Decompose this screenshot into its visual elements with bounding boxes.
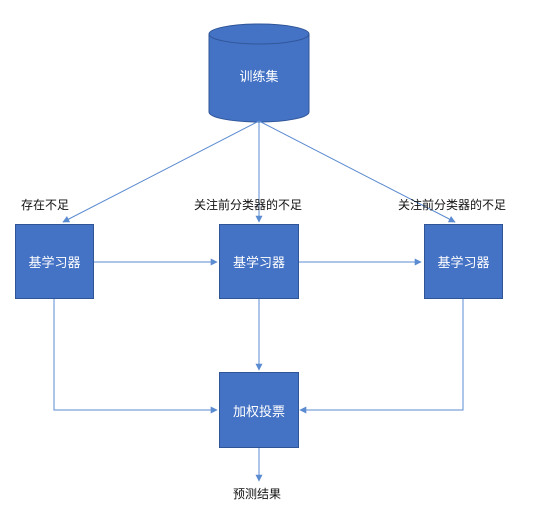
base-learner-1: 基学习器 bbox=[15, 224, 94, 299]
base-learner-2-label: 基学习器 bbox=[232, 256, 285, 271]
training-set-database bbox=[208, 23, 310, 123]
base-learner-1-label: 基学习器 bbox=[28, 256, 81, 271]
learner-1-annotation: 存在不足 bbox=[21, 198, 70, 212]
training-set-label: 训练集 bbox=[239, 70, 279, 85]
edge-train-to-learner-3 bbox=[258, 120, 456, 223]
base-learner-3-label: 基学习器 bbox=[437, 256, 490, 271]
weighted-vote-node: 加权投票 bbox=[219, 372, 299, 448]
edge-train-to-learner-1 bbox=[62, 120, 260, 223]
edge-learner-3-to-vote bbox=[299, 298, 464, 414]
weighted-vote-label: 加权投票 bbox=[232, 404, 285, 420]
base-learner-2: 基学习器 bbox=[219, 224, 299, 299]
base-learner-3: 基学习器 bbox=[424, 224, 503, 299]
edge-learner-1-to-vote bbox=[53, 298, 218, 414]
learner-2-annotation: 关注前分类器的不足 bbox=[194, 198, 303, 212]
prediction-label: 预测结果 bbox=[233, 487, 282, 501]
learner-3-annotation: 关注前分类器的不足 bbox=[398, 198, 507, 212]
